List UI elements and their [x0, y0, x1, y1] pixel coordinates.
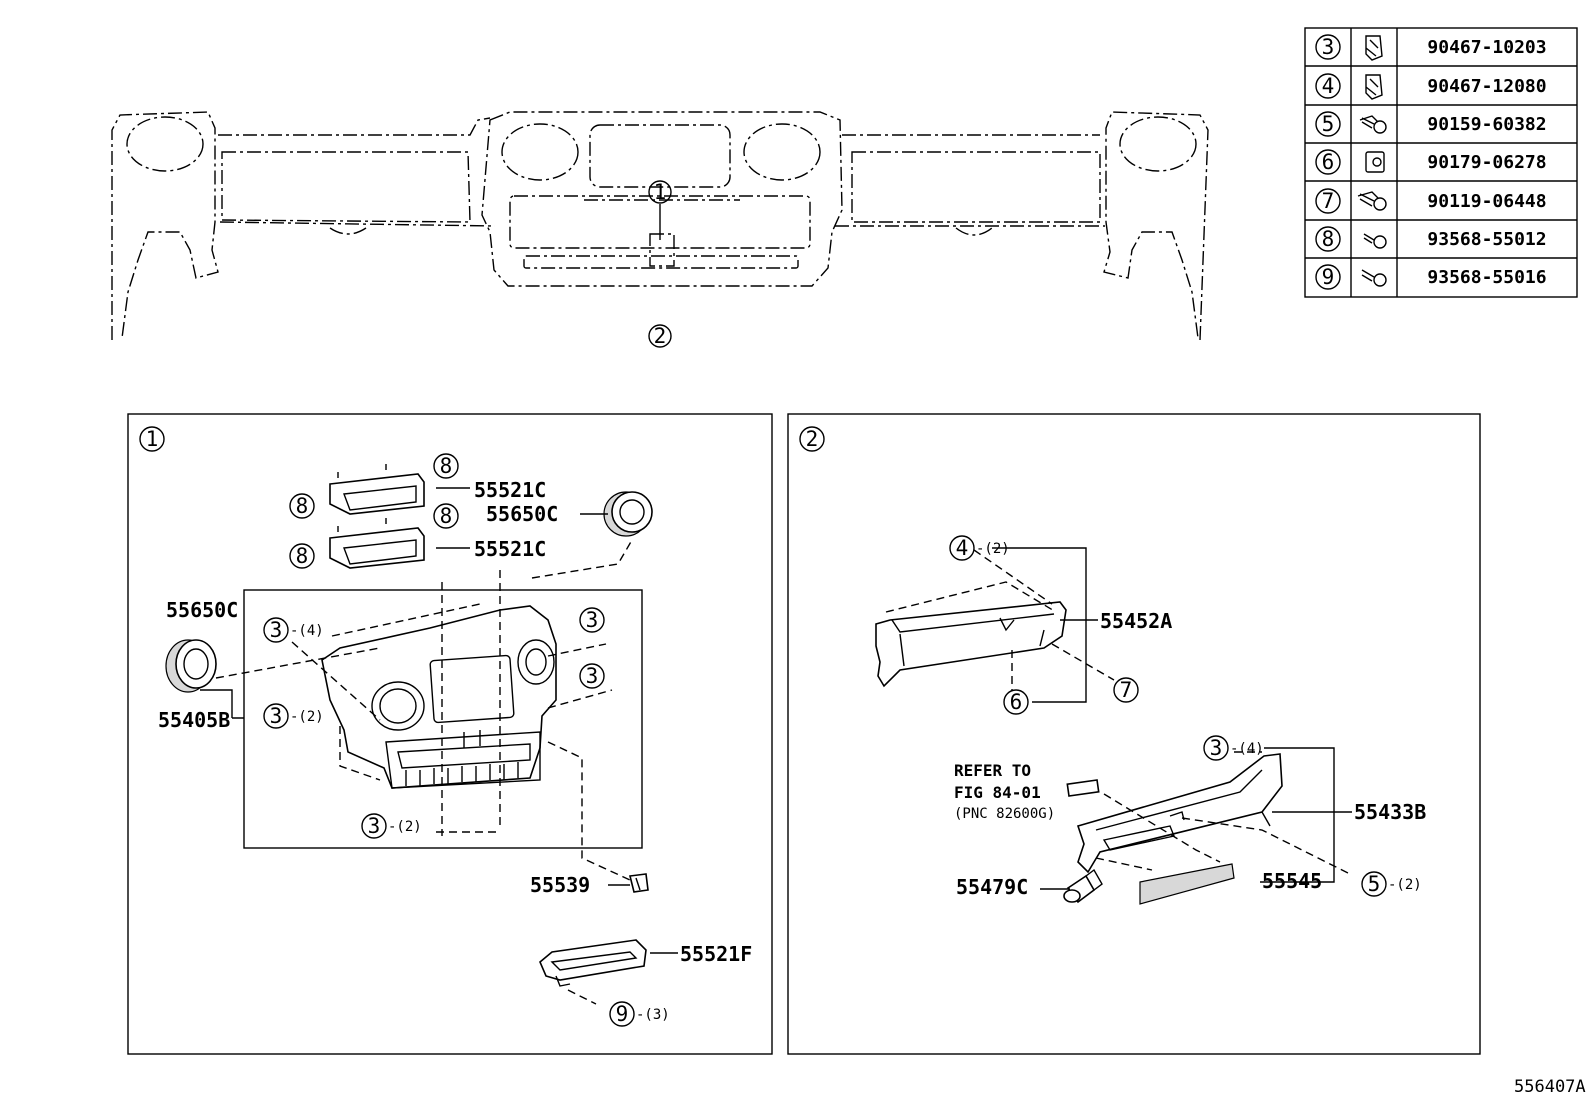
screw-icon — [1361, 269, 1387, 287]
callout-3: 3 — [270, 618, 283, 642]
drawing-number: 556407A — [1514, 1077, 1586, 1097]
pad-55545 — [1139, 863, 1235, 905]
callout-circle — [648, 180, 672, 204]
table-row: 5 90159-60382 — [1315, 111, 1547, 137]
screw-icon — [1357, 191, 1387, 211]
callout-9-quantity: -(3) — [636, 1007, 670, 1023]
refer-part-marker — [1066, 779, 1100, 797]
label-55650c-right: 55650C — [486, 502, 558, 526]
label-55433b: 55433B — [1354, 800, 1426, 824]
label-55650c-left: 55650C — [166, 598, 238, 622]
clip-icon — [1365, 35, 1383, 61]
label-55405b: 55405B — [158, 708, 230, 732]
nut-clip-icon — [1365, 151, 1385, 173]
callout-8: 8 — [440, 454, 453, 478]
table-part-number: 90467-12080 — [1427, 76, 1546, 97]
lower-panel-55452a — [875, 601, 1067, 688]
label-55521c-lower: 55521C — [474, 537, 546, 561]
refer-text-line3: (PNC 82600G) — [954, 806, 1055, 822]
callout-3-quantity: -(4) — [1230, 741, 1264, 757]
clip-55479c — [1063, 868, 1103, 904]
callout-3: 3 — [586, 664, 599, 688]
callout-3-quantity: -(4) — [290, 623, 324, 639]
table-row: 7 90119-06448 — [1315, 188, 1547, 214]
table-row: 8 93568-55012 — [1315, 226, 1547, 252]
table-row: 6 90179-06278 — [1315, 149, 1547, 175]
label-55521f: 55521F — [680, 942, 752, 966]
table-callout: 3 — [1322, 35, 1335, 59]
callout-8: 8 — [296, 494, 309, 518]
label-55521c-upper: 55521C — [474, 478, 546, 502]
table-callout: 9 — [1322, 265, 1335, 289]
table-part-number: 90467-10203 — [1427, 37, 1546, 58]
table-part-number: 90179-06278 — [1427, 152, 1546, 173]
callout-1-overview: 1 — [654, 180, 667, 204]
callout-9: 9 — [616, 1002, 629, 1026]
callout-5-quantity: -(2) — [1388, 877, 1422, 893]
center-cluster-bezel — [321, 605, 557, 789]
table-callout: 8 — [1322, 227, 1335, 251]
callout-circle — [648, 324, 672, 348]
dashboard-overview: 1 2 — [111, 111, 1209, 348]
panel-2-frame — [787, 413, 1481, 1055]
callout-8: 8 — [296, 544, 309, 568]
table-callout: 4 — [1322, 74, 1335, 98]
callout-4: 4 — [956, 536, 969, 560]
panel-1: 1 — [127, 413, 773, 1055]
fastener-table: 3 90467-10203 4 90467-12080 5 90159-6038… — [1304, 27, 1578, 298]
table-part-number: 93568-55016 — [1427, 267, 1546, 288]
panel-2-id: 2 — [806, 427, 819, 451]
callout-6: 6 — [1010, 690, 1023, 714]
panel-1-id: 1 — [146, 427, 159, 451]
clip-55539 — [629, 873, 649, 893]
refer-text-line1: REFER TO — [954, 761, 1031, 780]
screw-icon — [1359, 115, 1387, 134]
table-row: 9 93568-55016 — [1315, 264, 1547, 290]
table-callout: 5 — [1322, 112, 1335, 136]
screw-icon — [1363, 233, 1387, 249]
callout-3-quantity: -(2) — [388, 819, 422, 835]
callout-5: 5 — [1368, 872, 1381, 896]
callout-3: 3 — [1210, 736, 1223, 760]
label-55539: 55539 — [530, 873, 590, 897]
table-callout: 6 — [1322, 150, 1335, 174]
table-row: 3 90467-10203 — [1315, 34, 1547, 61]
register-55650c-left — [165, 639, 217, 693]
callout-7: 7 — [1120, 678, 1133, 702]
side-panel-55433b — [1076, 753, 1283, 874]
tray-55521f — [539, 939, 647, 987]
bezel-subassembly-frame — [243, 589, 643, 849]
refer-text-line2: FIG 84-01 — [954, 783, 1041, 802]
callout-3: 3 — [586, 608, 599, 632]
callout-4-quantity: -(2) — [976, 541, 1010, 557]
register-55650c-right — [603, 491, 653, 537]
callout-3: 3 — [368, 814, 381, 838]
label-55545: 55545 — [1262, 869, 1322, 893]
callout-3-quantity: -(2) — [290, 709, 324, 725]
panel-1-frame — [127, 413, 773, 1055]
pocket-55521c-lower — [329, 518, 425, 569]
table-row: 4 90467-12080 — [1315, 73, 1547, 100]
table-callout: 7 — [1322, 189, 1335, 213]
callout-3: 3 — [270, 704, 283, 728]
callout-8: 8 — [440, 504, 453, 528]
callout-2-overview: 2 — [654, 324, 667, 348]
table-part-number: 90119-06448 — [1427, 191, 1546, 212]
table-part-number: 90159-60382 — [1427, 114, 1546, 135]
label-55479c: 55479C — [956, 875, 1028, 899]
panel-2: 2 — [787, 413, 1481, 1055]
table-part-number: 93568-55012 — [1427, 229, 1546, 250]
clip-icon — [1365, 74, 1383, 100]
label-55452a: 55452A — [1100, 609, 1172, 633]
pocket-55521c-upper — [329, 464, 425, 515]
